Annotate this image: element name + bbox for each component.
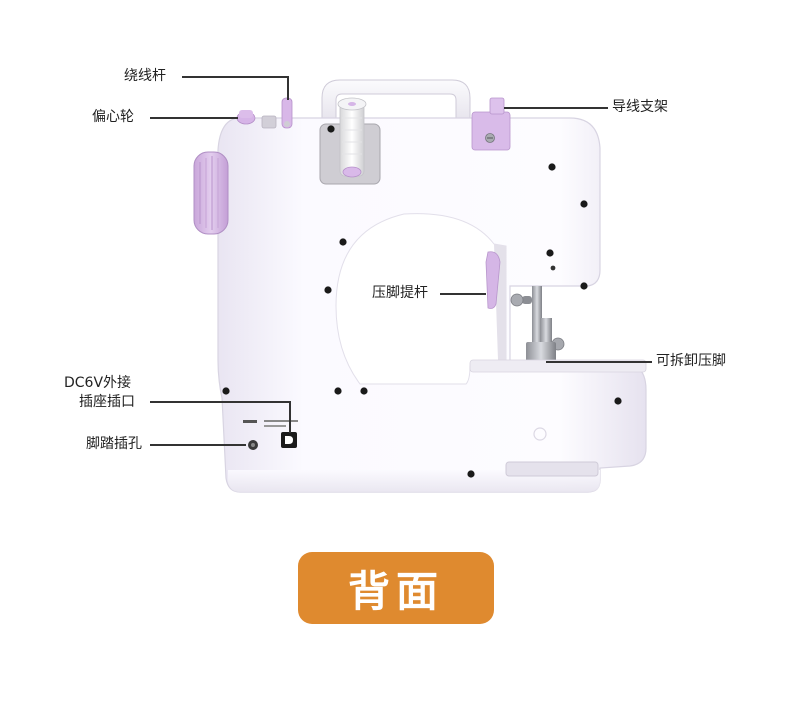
presser-foot-assembly [469, 286, 647, 373]
leader-eccentric-wheel [150, 117, 238, 119]
rear-label [243, 420, 298, 427]
callout-thread-guide-bracket: 导线支架 [612, 99, 668, 115]
leader-foot-pedal [150, 444, 246, 446]
back-view-badge: 背面 [298, 552, 494, 624]
eccentric-wheel [236, 110, 256, 125]
thread-guide-bracket [471, 97, 511, 151]
leader-thread-guide-h [504, 107, 608, 109]
leader-presser-foot [546, 361, 652, 363]
dc-jack-port [281, 432, 297, 448]
leader-bobbin-winder-h [182, 76, 288, 78]
leader-dc-jack-h [150, 401, 290, 403]
leader-presser-lifter [440, 293, 486, 295]
foot-pedal-jack [248, 440, 258, 450]
callout-dc-jack-line1: DC6V外接 [64, 375, 132, 391]
callout-removable-presser-foot: 可拆卸压脚 [656, 353, 726, 369]
thread-spool [319, 97, 381, 185]
leader-dc-jack-v [289, 401, 291, 433]
presser-foot-lifter-lever [485, 251, 501, 309]
callout-presser-foot-lifter: 压脚提杆 [372, 285, 428, 301]
hand-wheel [193, 151, 229, 235]
back-view-label: 背面 [347, 566, 444, 616]
screw-holes [222, 125, 622, 478]
callout-bobbin-winder-shaft: 绕线杆 [124, 68, 166, 84]
leader-bobbin-winder-v [287, 76, 289, 100]
callout-eccentric-wheel: 偏心轮 [92, 109, 134, 125]
callout-foot-pedal-jack: 脚踏插孔 [86, 436, 142, 452]
callout-dc-jack-line2: 插座插口 [79, 394, 135, 410]
